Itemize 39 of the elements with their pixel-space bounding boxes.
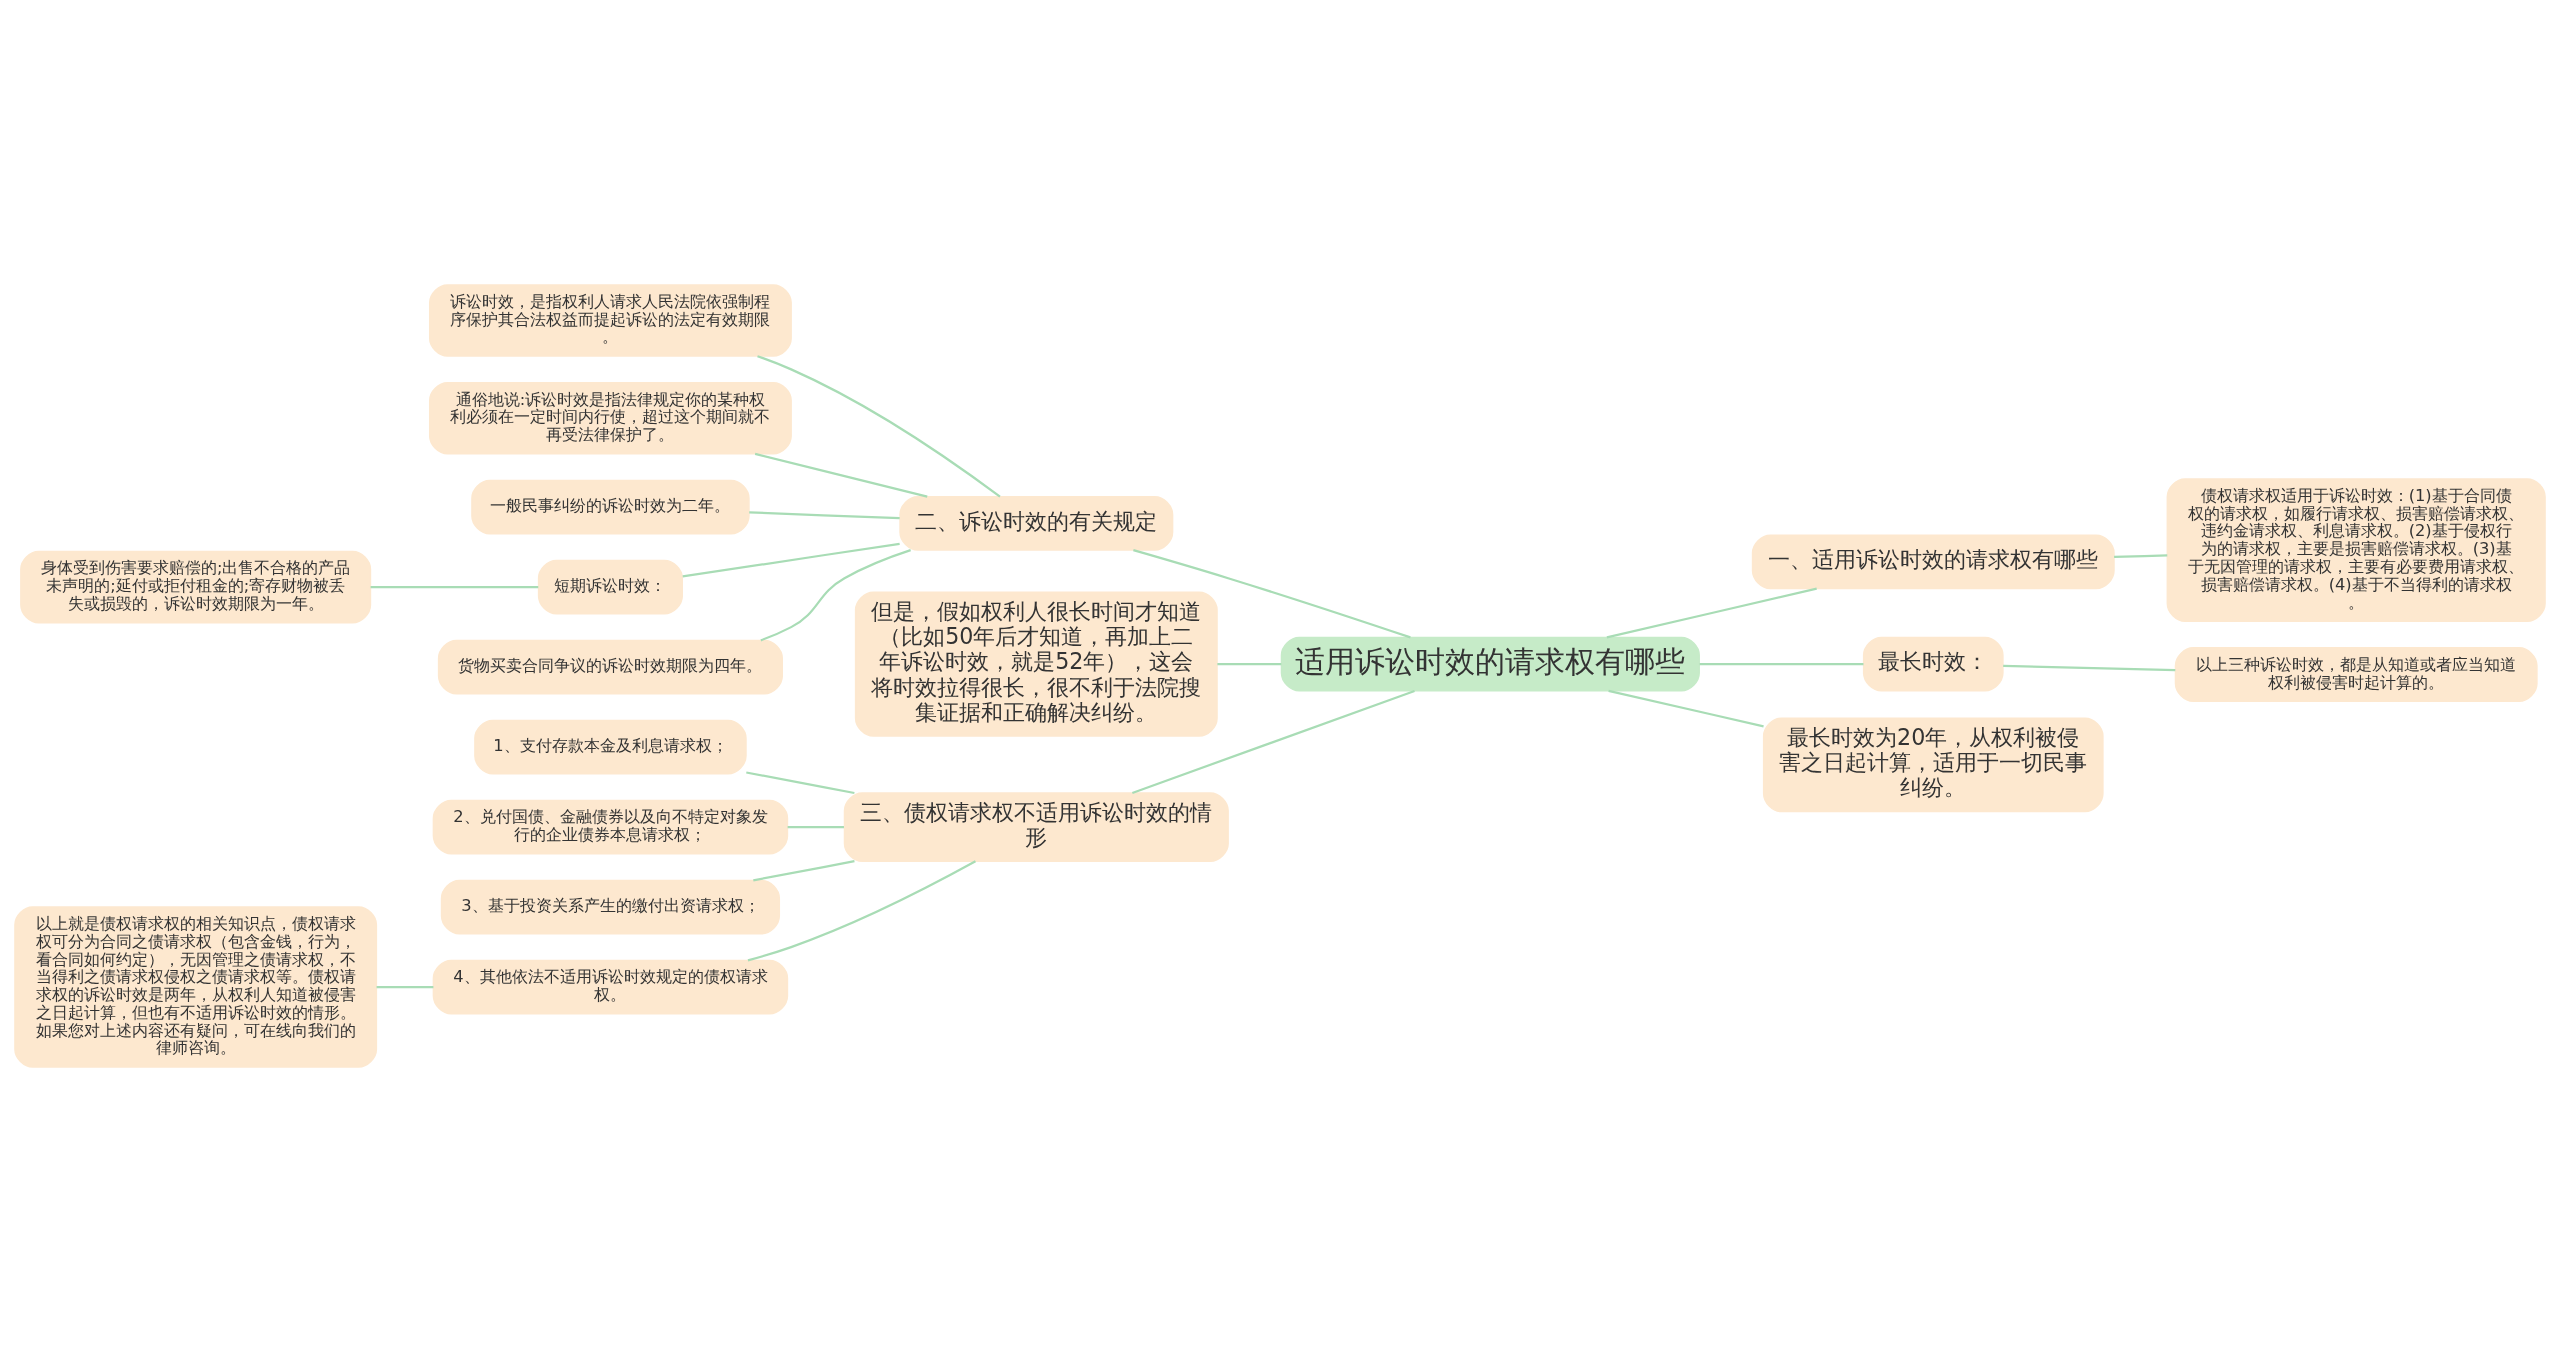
node-box: 1、支付存款本金及利息请求权； — [474, 719, 747, 775]
connector — [747, 860, 976, 962]
node-box: 2、兑付国债、金融债券以及向不特定对象发行的企业债券本息请求权； — [432, 799, 789, 855]
node-box: 二、诉讼时效的有关规定 — [899, 496, 1174, 551]
connector — [787, 826, 844, 829]
node-box: 3、基于投资关系产生的缴付出资请求权； — [440, 879, 781, 935]
node-box: 货物买卖合同争议的诉讼时效期限为四年。 — [437, 639, 783, 695]
node-box: 三、债权请求权不适用诉讼时效的情形 — [843, 792, 1229, 862]
connector — [1608, 689, 1764, 728]
connector — [760, 549, 911, 642]
node-box: 身体受到伤害要求赔偿的;出售不合格的产品未声明的;延付或拒付租金的;寄存财物被丢失或损毁的，诉讼时效期限为一年。 — [20, 550, 372, 624]
node-box: 但是，假如权利人很长时间才知道（比如50年后才知道，再加上二年诉讼时效，就是52年），这会将时效拉得很长，很不利于法院搜集证据和正确解决纠纷。 — [854, 591, 1218, 737]
node-box: 一般民事纠纷的诉讼时效为二年。 — [471, 479, 750, 535]
node-box: 短期诉讼时效： — [537, 559, 683, 615]
connector — [1606, 587, 1817, 639]
node-box: 一、适用诉讼时效的请求权有哪些 — [1751, 534, 2115, 590]
connector — [370, 586, 539, 589]
connector — [682, 542, 900, 578]
node-box: 诉讼时效，是指权利人请求人民法院依强制程序保护其合法权益而提起诉讼的法定有效期限。 — [428, 284, 792, 357]
connector — [757, 355, 1001, 498]
connector — [749, 511, 900, 520]
node-box: 通俗地说:诉讼时效是指法律规定你的某种权利必须在一定时间内行使，超过这个期间就不再受法律保护了。 — [428, 381, 792, 455]
node-box: 以上三种诉讼时效，都是从知道或者应当知道权利被侵害时起计算的。 — [2174, 647, 2538, 702]
node-box: 最长时效为20年，从权利被侵害之日起计算，适用于一切民事纠纷。 — [1762, 717, 2104, 813]
node-box: 4、其他依法不适用诉讼时效规定的债权请求权。 — [432, 959, 789, 1015]
connector — [753, 860, 855, 882]
connector — [746, 771, 855, 795]
connector — [1131, 689, 1415, 794]
node-box: 适用诉讼时效的请求权有哪些 — [1280, 636, 1700, 692]
connector — [754, 452, 928, 498]
connector — [1217, 663, 1282, 666]
connector — [1699, 663, 1864, 666]
node-box: 以上就是债权请求权的相关知识点，债权请求权可分为合同之债请求权（包含金钱，行为，看合同如何约定），无因管理之债请求权，不当得利之债请求权侵权之债请求权等。债权请求权的诉讼时效是两年，从权利人知道被侵害之日起计算，但也有不适用诉讼时效的情形。如果您对上述内容还有疑问，可在线向我们的律师咨询。 — [14, 906, 378, 1068]
connector — [2114, 554, 2168, 558]
connector — [1133, 549, 1411, 639]
node-box: 债权请求权适用于诉讼时效：(1)基于合同债权的请求权，如履行请求权、损害赔偿请求权、违约金请求权、利息请求权。(2)基于侵权行为的请求权，主要是损害赔偿请求权。(3)基于无因管理的请求权，主要有必要费用请求权、损害赔偿请求权。(4)基于不当得利的请求权。 — [2166, 478, 2546, 622]
connector — [2003, 664, 2176, 672]
connector — [376, 985, 434, 989]
node-box: 最长时效： — [1862, 636, 2004, 692]
